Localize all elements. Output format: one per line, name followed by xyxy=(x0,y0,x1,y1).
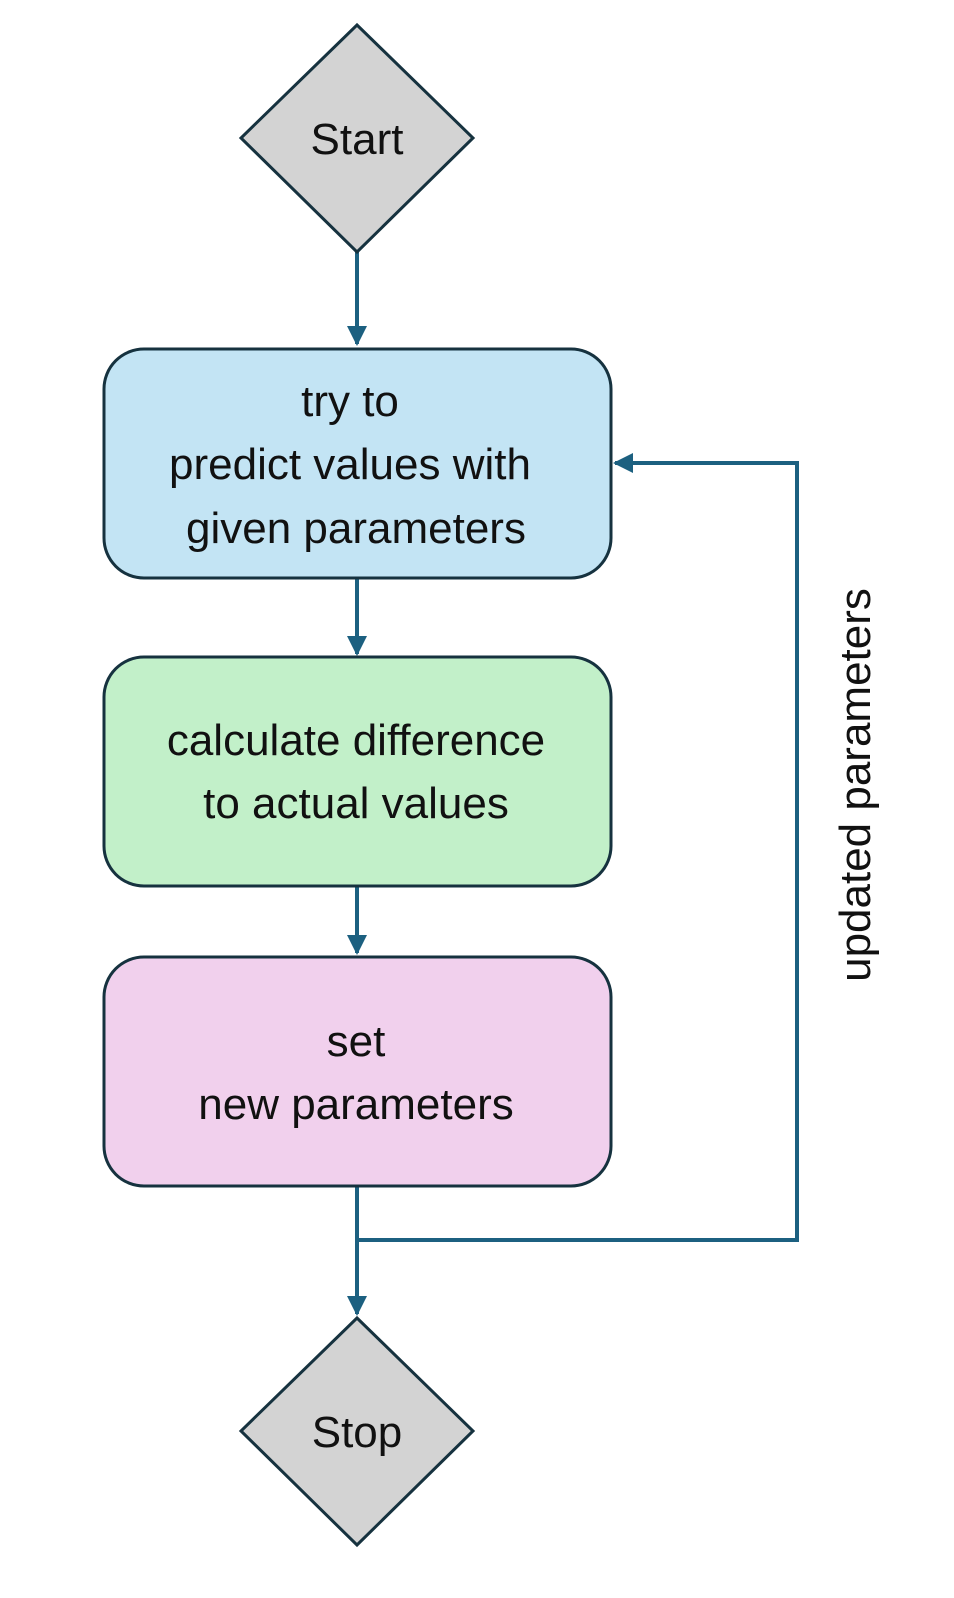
start-diamond xyxy=(238,22,476,255)
predict-label-line-1: try to xyxy=(301,377,399,426)
calculate-node: calculate difference to actual values xyxy=(102,655,613,888)
predict-label-line-2: predict values with xyxy=(169,440,531,489)
set-label-line-2: new parameters xyxy=(198,1080,513,1129)
predict-box xyxy=(102,347,613,580)
stop-label: Stop xyxy=(312,1408,403,1457)
feedback-label: updated parameters xyxy=(831,588,880,982)
calculate-label-line-2: to actual values xyxy=(203,779,509,828)
start-node: Start xyxy=(238,22,476,255)
set-box xyxy=(102,955,613,1188)
calculate-box xyxy=(102,655,613,888)
stop-node: Stop xyxy=(238,1315,476,1548)
edge-feedback-loop xyxy=(357,453,799,1242)
edges xyxy=(347,252,799,1316)
predict-label-line-3: given parameters xyxy=(186,504,526,553)
set-label-line-1: set xyxy=(327,1017,386,1066)
predict-node: try to predict values with given paramet… xyxy=(102,347,613,580)
calculate-label-line-1: calculate difference xyxy=(167,716,545,765)
stop-diamond xyxy=(238,1315,476,1548)
set-node: set new parameters xyxy=(102,955,613,1188)
start-label: Start xyxy=(311,115,404,164)
